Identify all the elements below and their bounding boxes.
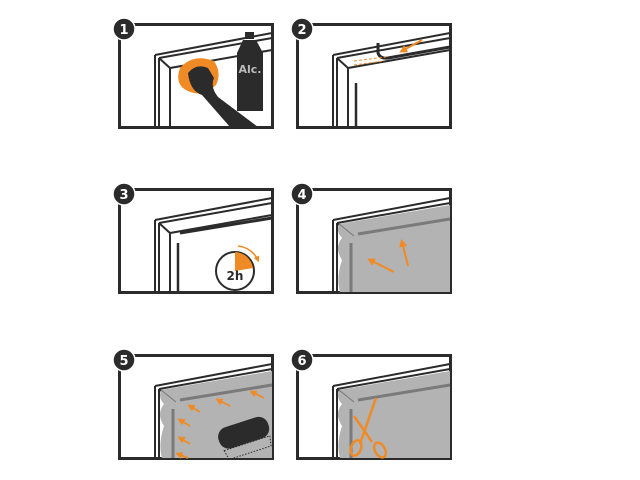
step-5-panel: 5 — [112, 348, 274, 461]
svg-text:5: 5 — [119, 354, 128, 369]
svg-text:6: 6 — [297, 354, 306, 369]
arrow-icon — [399, 39, 423, 53]
step-badge: 3 — [112, 182, 136, 206]
step-badge: 4 — [290, 182, 314, 206]
svg-text:4: 4 — [297, 188, 306, 203]
step-badge: 5 — [112, 348, 136, 372]
step-4-panel: 4 — [290, 182, 452, 294]
svg-text:3: 3 — [119, 188, 128, 203]
bottle-label: Alc. — [239, 63, 262, 76]
scissors-icon — [349, 397, 388, 459]
timer-label: 2h — [227, 269, 244, 283]
step-badge: 1 — [112, 17, 136, 41]
guide-dashes — [353, 56, 387, 66]
step-badge: 6 — [290, 348, 314, 372]
alcohol-bottle-icon: Alc. — [237, 32, 263, 111]
window-film — [337, 204, 451, 293]
step-2-panel: 2 — [290, 17, 452, 129]
svg-text:1: 1 — [119, 23, 128, 38]
step-6-panel: 6 — [290, 348, 452, 460]
arrow-icons — [175, 390, 265, 459]
step-1-panel: Alc. 1 — [112, 17, 274, 129]
squeegee-brush-icon — [218, 416, 272, 461]
step-badge: 2 — [290, 17, 314, 41]
svg-text:2: 2 — [297, 23, 306, 38]
hand-icon — [188, 66, 258, 127]
step-3-panel: 2h 3 — [112, 182, 274, 294]
arrow-icon — [399, 238, 409, 267]
window-film — [337, 370, 451, 459]
window-film — [159, 370, 273, 459]
arrow-icon — [367, 258, 395, 273]
timer-clock-icon: 2h — [215, 245, 260, 291]
